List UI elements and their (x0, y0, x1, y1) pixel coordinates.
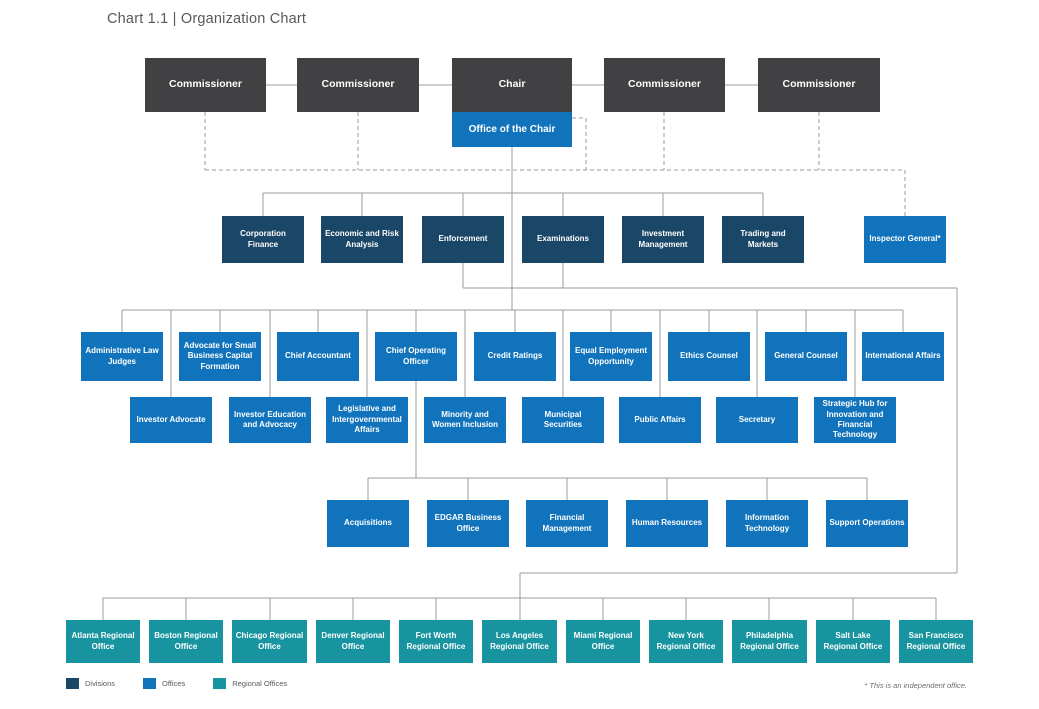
legend-regional-offices-swatch (213, 678, 227, 689)
node-strategic-hub-finhub: Strategic Hub for Innovation and Financi… (814, 397, 896, 443)
legend-offices-swatch (143, 678, 157, 689)
node-philadelphia-regional-office: Philadelphia Regional Office (732, 620, 807, 663)
footnote: * This is an independent office. (864, 681, 967, 690)
node-chicago-regional-office: Chicago Regional Office (232, 620, 307, 663)
node-financial-management: Financial Management (526, 500, 608, 547)
node-general-counsel: General Counsel (765, 332, 847, 381)
node-inspector-general: Inspector General* (864, 216, 946, 263)
node-miami-regional-office: Miami Regional Office (566, 620, 640, 663)
legend-divisions-label: Divisions (85, 679, 116, 688)
node-commissioner-2: Commissioner (297, 58, 419, 112)
node-chair: Chair (452, 58, 572, 112)
node-investment-management: Investment Management (622, 216, 704, 263)
node-ethics-counsel: Ethics Counsel (668, 332, 750, 381)
legend-regional-offices-label: Regional Offices (232, 679, 288, 688)
node-los-angeles-regional-office: Los Angeles Regional Office (482, 620, 557, 663)
node-secretary: Secretary (716, 397, 798, 443)
node-public-affairs: Public Affairs (619, 397, 701, 443)
node-examinations: Examinations (522, 216, 604, 263)
node-human-resources: Human Resources (626, 500, 708, 547)
node-investor-advocate: Investor Advocate (130, 397, 212, 443)
node-denver-regional-office: Denver Regional Office (316, 620, 390, 663)
node-office-of-the-chair: Office of the Chair (452, 112, 572, 147)
node-information-technology: Information Technology (726, 500, 808, 547)
node-international-affairs: International Affairs (862, 332, 944, 381)
node-investor-education-advocacy: Investor Education and Advocacy (229, 397, 311, 443)
node-san-francisco-regional-office: San Francisco Regional Office (899, 620, 973, 663)
node-chief-accountant: Chief Accountant (277, 332, 359, 381)
node-acquisitions: Acquisitions (327, 500, 409, 547)
legend-divisions-swatch (66, 678, 79, 689)
node-commissioner-3: Commissioner (604, 58, 725, 112)
node-chief-operating-officer: Chief Operating Officer (375, 332, 457, 381)
node-credit-ratings: Credit Ratings (474, 332, 556, 381)
node-commissioner-4: Commissioner (758, 58, 880, 112)
node-legislative-intergovernmental-affairs: Legislative and Intergovernmental Affair… (326, 397, 408, 443)
node-new-york-regional-office: New York Regional Office (649, 620, 723, 663)
node-minority-and-women-inclusion: Minority and Women Inclusion (424, 397, 506, 443)
node-economic-and-risk-analysis: Economic and Risk Analysis (321, 216, 403, 263)
legend: Divisions Offices Regional Offices (66, 678, 309, 689)
node-commissioner-1: Commissioner (145, 58, 266, 112)
node-corporation-finance: Corporation Finance (222, 216, 304, 263)
node-advocate-small-business: Advocate for Small Business Capital Form… (179, 332, 261, 381)
page-title: Chart 1.1 | Organization Chart (107, 11, 307, 27)
node-salt-lake-regional-office: Salt Lake Regional Office (816, 620, 890, 663)
node-equal-employment-opportunity: Equal Employment Opportunity (570, 332, 652, 381)
node-administrative-law-judges: Administrative Law Judges (81, 332, 163, 381)
node-edgar-business-office: EDGAR Business Office (427, 500, 509, 547)
node-trading-and-markets: Trading and Markets (722, 216, 804, 263)
node-fort-worth-regional-office: Fort Worth Regional Office (399, 620, 473, 663)
node-boston-regional-office: Boston Regional Office (149, 620, 223, 663)
node-atlanta-regional-office: Atlanta Regional Office (66, 620, 140, 663)
node-support-operations: Support Operations (826, 500, 908, 547)
node-enforcement: Enforcement (422, 216, 504, 263)
legend-offices-label: Offices (162, 679, 186, 688)
node-municipal-securities: Municipal Securities (522, 397, 604, 443)
